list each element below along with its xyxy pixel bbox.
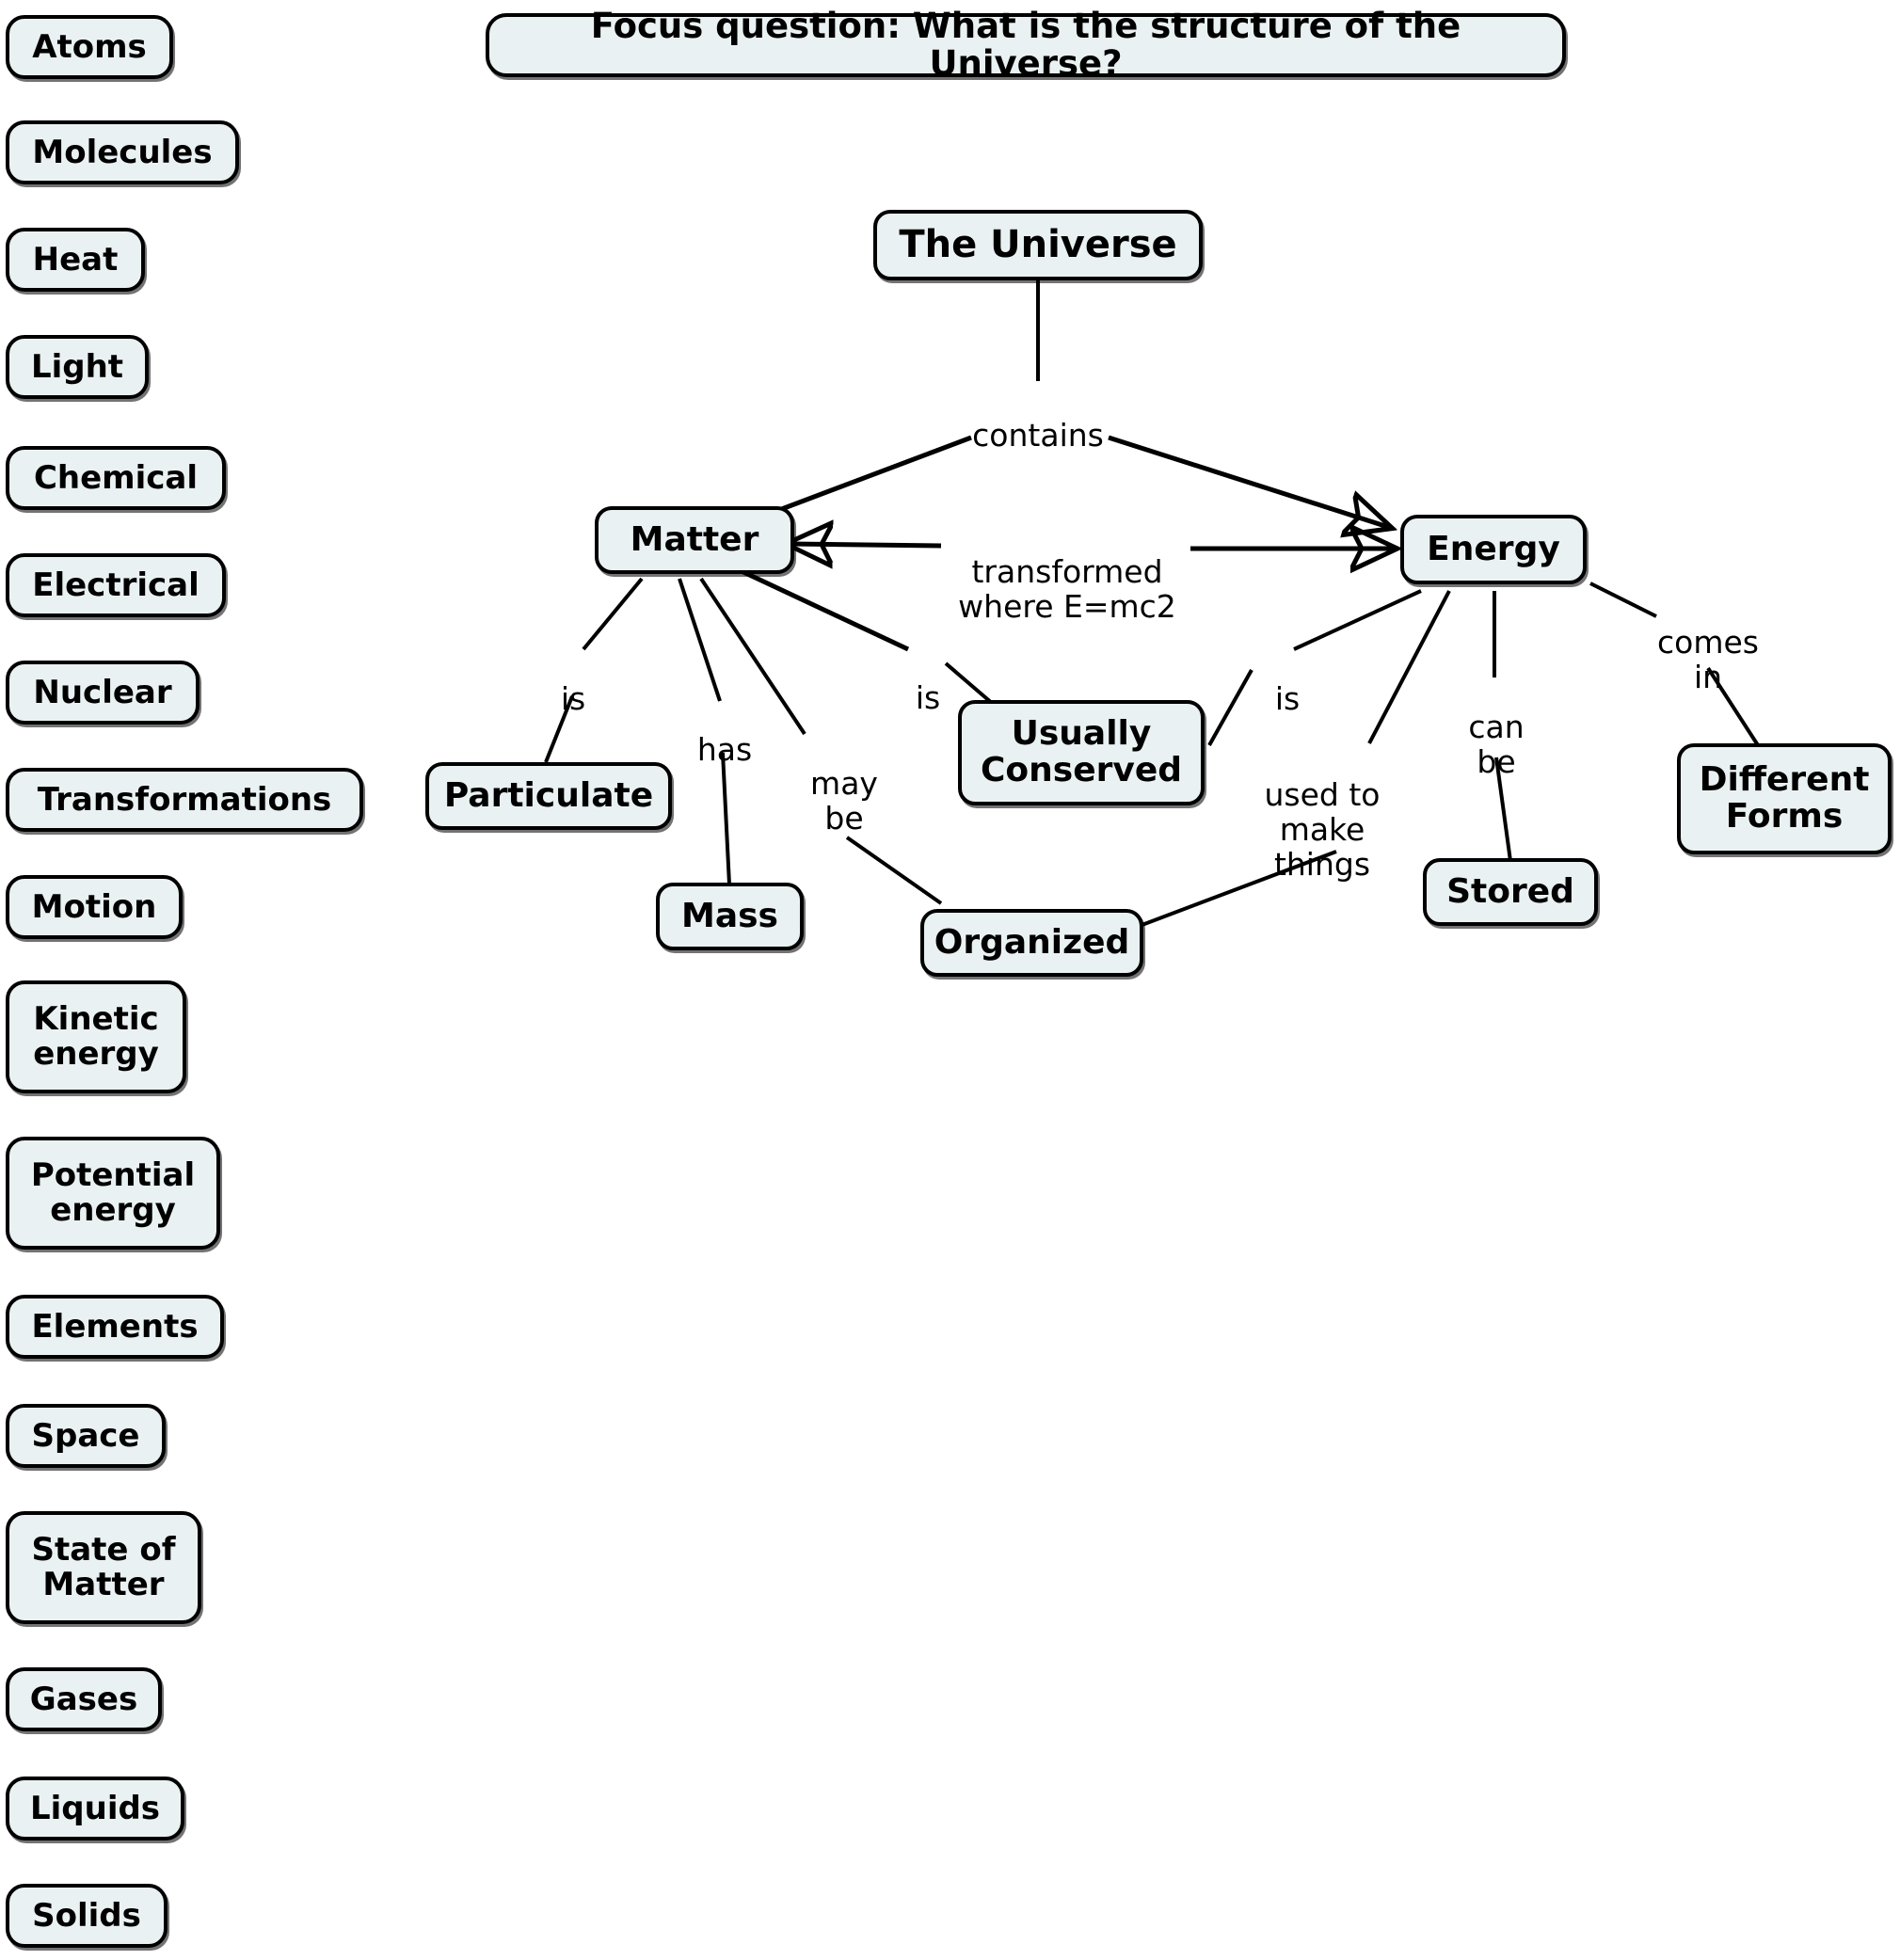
map-node-usually-conserved[interactable]: Usually Conserved bbox=[958, 700, 1205, 805]
map-node-the-universe[interactable]: The Universe bbox=[873, 210, 1203, 280]
bank-item-liquids[interactable]: Liquids bbox=[6, 1777, 184, 1840]
map-node-different-forms[interactable]: Different Forms bbox=[1677, 743, 1892, 854]
bank-item-space[interactable]: Space bbox=[6, 1404, 166, 1468]
bank-item-elements[interactable]: Elements bbox=[6, 1295, 224, 1359]
map-node-label: Organized bbox=[934, 922, 1130, 962]
bank-item-label: State of Matter bbox=[31, 1531, 176, 1603]
edge-energy-is-conserved bbox=[1207, 669, 1253, 746]
bank-item-label: Heat bbox=[32, 240, 119, 279]
edge-matter-has-stem bbox=[678, 578, 722, 702]
link-label-energy-used-to-make-things[interactable]: used to make things bbox=[1247, 743, 1397, 883]
map-node-organized[interactable]: Organized bbox=[920, 909, 1143, 977]
bank-item-label: Motion bbox=[31, 887, 157, 926]
map-node-stored[interactable]: Stored bbox=[1423, 858, 1598, 926]
map-node-label: Usually Conserved bbox=[980, 714, 1183, 789]
bank-item-label: Atoms bbox=[32, 27, 147, 66]
bank-item-heat[interactable]: Heat bbox=[6, 228, 145, 292]
edge-energy-is-stem bbox=[1293, 589, 1422, 651]
edge-contains-energy bbox=[1108, 435, 1388, 527]
edge-has-mass bbox=[721, 752, 731, 885]
bank-item-kinetic-energy[interactable]: Kinetic energy bbox=[6, 980, 186, 1093]
bank-item-label: Kinetic energy bbox=[33, 1000, 159, 1073]
link-label-energy-is[interactable]: is bbox=[1261, 647, 1314, 717]
bank-item-molecules[interactable]: Molecules bbox=[6, 120, 239, 184]
bank-item-label: Potential energy bbox=[30, 1156, 196, 1229]
focus-question-text: Focus question: What is the structure of… bbox=[590, 6, 1461, 84]
map-node-label: Particulate bbox=[443, 775, 654, 815]
bank-item-chemical[interactable]: Chemical bbox=[6, 446, 226, 510]
link-label-matter-is2[interactable]: is bbox=[902, 646, 954, 716]
link-label-text: may be bbox=[810, 764, 878, 837]
bank-item-label: Electrical bbox=[32, 566, 200, 604]
bank-item-label: Nuclear bbox=[33, 673, 172, 711]
map-node-label: Stored bbox=[1446, 871, 1574, 911]
link-label-text: contains bbox=[972, 416, 1104, 454]
bank-item-motion[interactable]: Motion bbox=[6, 875, 183, 939]
edge-matter-is-stem bbox=[582, 577, 644, 651]
bank-item-state-of-matter[interactable]: State of Matter bbox=[6, 1511, 201, 1624]
bank-item-label: Light bbox=[30, 347, 124, 386]
map-node-label: Energy bbox=[1427, 529, 1560, 568]
bank-item-atoms[interactable]: Atoms bbox=[6, 15, 173, 79]
link-label-text: is bbox=[560, 679, 586, 717]
bank-item-transformations[interactable]: Transformations bbox=[6, 768, 363, 832]
link-label-text: transformed where E=mc2 bbox=[958, 552, 1176, 625]
bank-item-label: Liquids bbox=[29, 1789, 161, 1827]
map-node-label: Matter bbox=[630, 519, 759, 559]
map-node-label: Mass bbox=[681, 896, 778, 935]
map-node-matter[interactable]: Matter bbox=[595, 506, 794, 574]
map-node-mass[interactable]: Mass bbox=[656, 883, 804, 950]
bank-item-electrical[interactable]: Electrical bbox=[6, 553, 226, 617]
bank-item-label: Molecules bbox=[32, 133, 213, 171]
edge-contains-matter bbox=[771, 435, 972, 516]
link-label-matter-has[interactable]: has bbox=[687, 698, 762, 768]
link-label-text: is bbox=[1274, 679, 1301, 717]
bank-item-label: Transformations bbox=[37, 780, 332, 819]
edge-maybe-organized bbox=[845, 836, 943, 905]
edge-energy-used-stem bbox=[1367, 590, 1451, 744]
link-label-energy-comes-in[interactable]: comes in bbox=[1642, 591, 1774, 695]
bank-item-potential-energy[interactable]: Potential energy bbox=[6, 1137, 220, 1250]
link-label-matter-maybe[interactable]: may be bbox=[797, 732, 891, 837]
map-node-particulate[interactable]: Particulate bbox=[425, 762, 672, 830]
link-label-contains[interactable]: contains bbox=[953, 384, 1123, 454]
link-label-text: can be bbox=[1468, 708, 1525, 780]
map-node-energy[interactable]: Energy bbox=[1400, 515, 1587, 584]
link-label-text: comes in bbox=[1657, 623, 1759, 695]
bank-item-solids[interactable]: Solids bbox=[6, 1884, 168, 1948]
link-label-text: used to make things bbox=[1264, 775, 1381, 883]
bank-item-label: Solids bbox=[32, 1896, 141, 1935]
bank-item-label: Space bbox=[31, 1416, 140, 1455]
bank-item-gases[interactable]: Gases bbox=[6, 1667, 162, 1731]
bank-item-light[interactable]: Light bbox=[6, 335, 149, 399]
edge-transformed-to-matter bbox=[790, 544, 942, 546]
link-label-energy-can-be[interactable]: can be bbox=[1454, 676, 1539, 780]
bank-item-nuclear[interactable]: Nuclear bbox=[6, 661, 200, 725]
bank-item-label: Gases bbox=[29, 1680, 138, 1718]
map-node-label: The Universe bbox=[899, 222, 1177, 266]
link-label-text: has bbox=[696, 730, 753, 768]
link-label-transformed[interactable]: transformed where E=mc2 bbox=[941, 520, 1193, 625]
map-node-label: Different Forms bbox=[1699, 760, 1870, 836]
link-label-text: is bbox=[915, 678, 941, 716]
bank-item-label: Chemical bbox=[33, 458, 199, 497]
link-label-matter-is[interactable]: is bbox=[544, 647, 602, 717]
edge-matter-is2-stem bbox=[742, 569, 910, 652]
focus-question-box[interactable]: Focus question: What is the structure of… bbox=[486, 8, 1566, 82]
bank-item-label: Elements bbox=[31, 1307, 199, 1346]
